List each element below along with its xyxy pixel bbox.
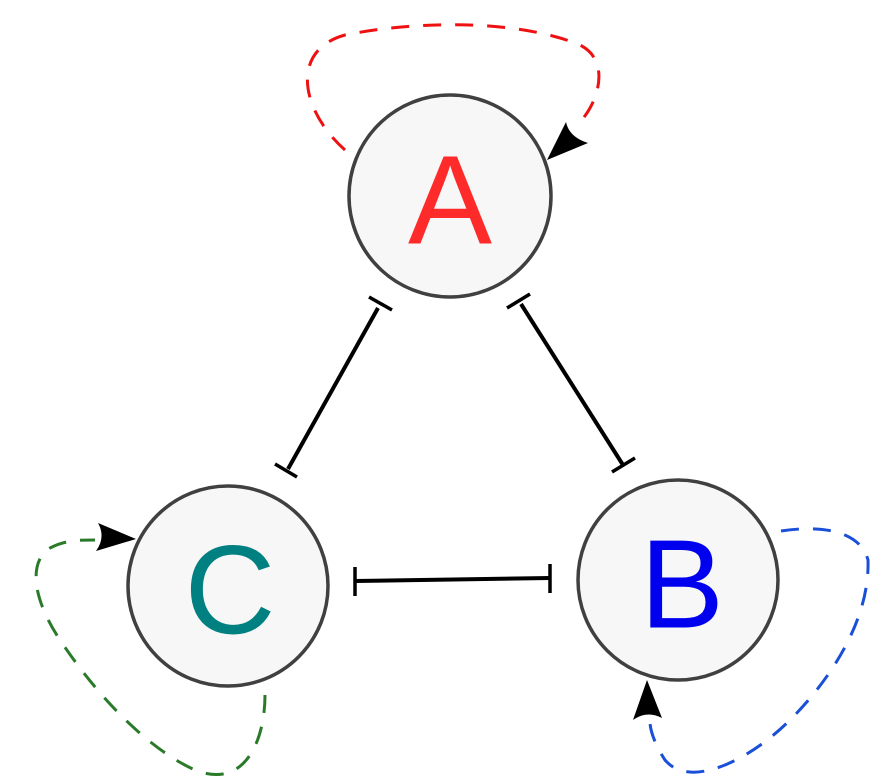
inhibition-edge-a-c xyxy=(274,295,393,479)
self-loop-c xyxy=(34,538,267,777)
node-a-circle xyxy=(347,93,553,299)
inhibition-edge-a-b xyxy=(506,292,636,474)
arrowhead-b-self xyxy=(633,680,662,720)
arrowhead-a-self xyxy=(547,122,588,160)
inhibition-edge-c-b xyxy=(353,564,552,596)
node-a[interactable]: A xyxy=(347,93,553,299)
node-c[interactable]: C xyxy=(126,484,330,688)
node-b[interactable]: B xyxy=(576,478,780,682)
arrowhead-c-self xyxy=(96,523,136,551)
node-c-label: C xyxy=(185,520,276,661)
self-loop-a xyxy=(306,23,601,152)
self-loop-b xyxy=(648,527,870,774)
node-b-label: B xyxy=(640,514,724,655)
node-b-circle xyxy=(576,478,780,682)
node-a-label: A xyxy=(408,130,492,271)
node-c-circle xyxy=(126,484,330,688)
